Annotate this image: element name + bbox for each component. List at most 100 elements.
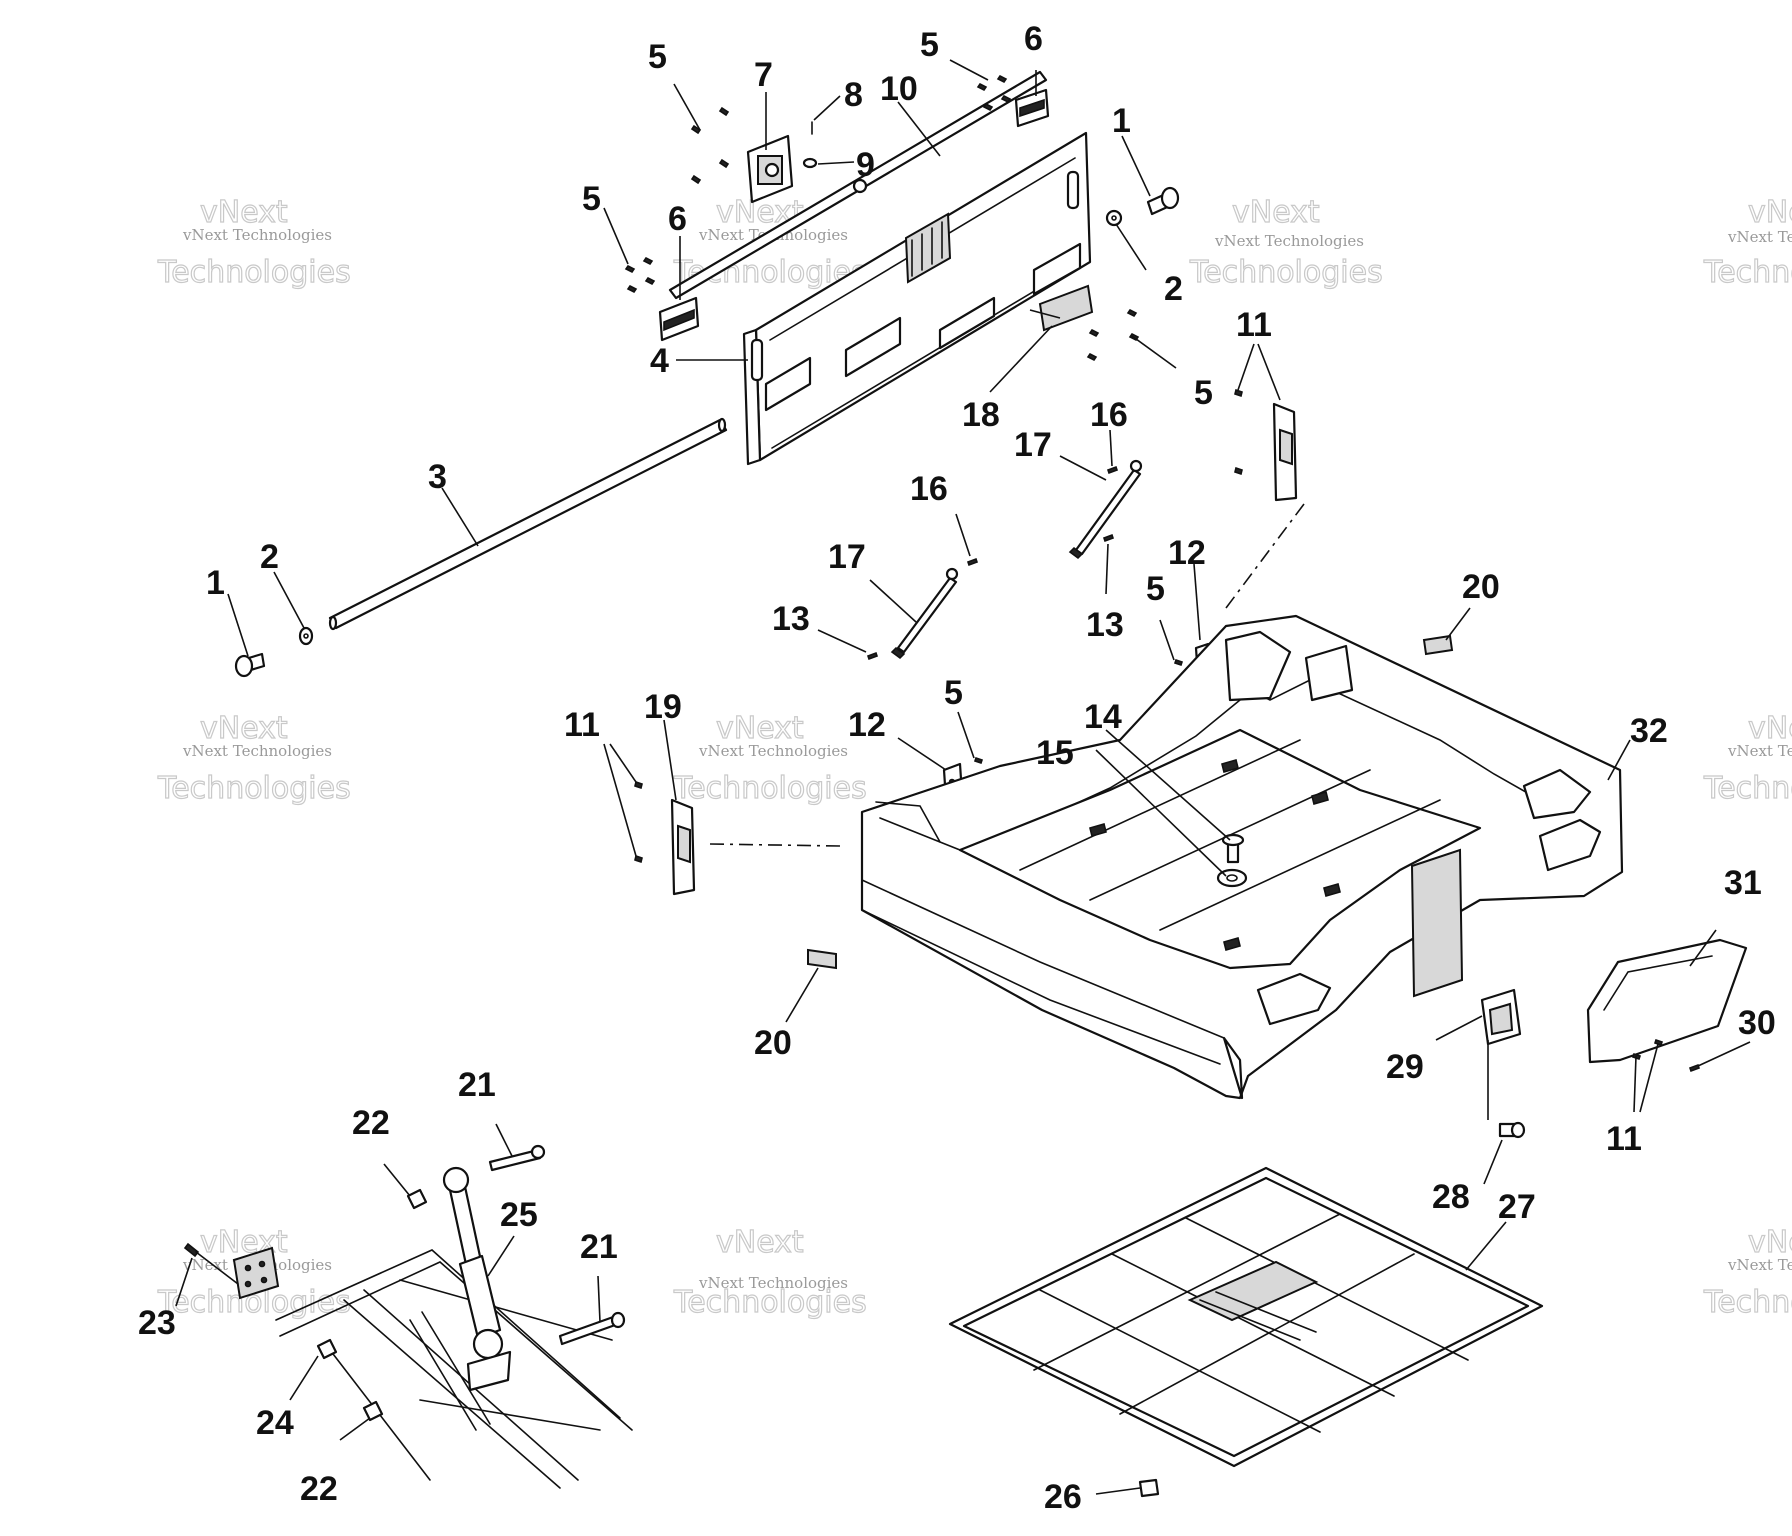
callout-22: 22 — [352, 1104, 390, 1142]
callout-7: 7 — [754, 56, 773, 94]
alignment-lines — [709, 503, 1305, 847]
callout-5: 5 — [920, 26, 939, 64]
washer-2-lower[interactable] — [298, 626, 314, 646]
callout-23: 23 — [138, 1304, 176, 1342]
callout-5: 5 — [582, 180, 601, 218]
svg-text:Technologies: Technologies — [157, 771, 351, 806]
svg-text:vNext Technologies: vNext Technologies — [1727, 1256, 1792, 1274]
svg-text:vNext: vNext — [1748, 195, 1792, 230]
cargo-box-32[interactable] — [860, 614, 1624, 1100]
callout-17: 17 — [828, 538, 866, 576]
screws-11-left[interactable] — [634, 780, 643, 864]
watermark-top-left: vNext vNext Technologies Technologies — [156, 194, 351, 290]
callout-5: 5 — [648, 38, 667, 76]
svg-text:vNext Technologies: vNext Technologies — [1727, 742, 1792, 760]
callout-2: 2 — [260, 538, 279, 576]
callout-11: 11 — [1236, 306, 1272, 344]
callout-17: 17 — [1014, 426, 1052, 464]
pins-13[interactable] — [866, 533, 1115, 661]
pad-20-left[interactable] — [807, 948, 837, 970]
washer-2-upper[interactable] — [1105, 209, 1123, 227]
bolt-1-upper[interactable] — [1146, 186, 1180, 216]
mount-plate-23[interactable] — [232, 1246, 280, 1300]
screws-5-left[interactable] — [624, 256, 656, 294]
svg-text:vNext Technologies: vNext Technologies — [182, 226, 332, 244]
callout-6: 6 — [668, 200, 687, 238]
svg-text:vNext: vNext — [1232, 195, 1320, 230]
callout-numbers: 5 7 8 10 5 6 9 5 6 4 1 2 5 11 18 16 17 1… — [138, 20, 1776, 1516]
callout-11: 11 — [564, 706, 600, 744]
svg-text:Technologies: Technologies — [157, 255, 351, 290]
callout-10: 10 — [880, 70, 918, 108]
watermark-top-edge: vNext vNext Technologies Technologies — [1702, 194, 1792, 290]
latch-plate[interactable] — [746, 134, 794, 204]
screws-11-right[interactable] — [1234, 388, 1243, 476]
frame-27[interactable] — [948, 1166, 1544, 1468]
screw-30[interactable] — [1688, 1063, 1701, 1073]
bolt-28[interactable] — [1498, 1121, 1526, 1139]
callout-15: 15 — [1036, 734, 1074, 772]
bolt-1-lower[interactable] — [234, 652, 266, 678]
tailgate-panel[interactable] — [742, 131, 1092, 466]
screws-5-top-left[interactable] — [690, 106, 730, 185]
callout-16: 16 — [1090, 396, 1128, 434]
svg-text:vNext: vNext — [200, 711, 288, 746]
callout-32: 32 — [1630, 712, 1668, 750]
svg-text:vNext: vNext — [716, 711, 804, 746]
callout-20: 20 — [1462, 568, 1500, 606]
gas-strut-17-right[interactable] — [1068, 459, 1143, 560]
callout-24: 24 — [256, 1404, 294, 1442]
callout-2: 2 — [1164, 270, 1183, 308]
callout-1: 1 — [1112, 102, 1131, 140]
svg-text:Technologies: Technologies — [1189, 255, 1383, 290]
callout-3: 3 — [428, 458, 447, 496]
bolt-21-upper[interactable] — [488, 1144, 546, 1172]
cover-31[interactable] — [1586, 938, 1748, 1064]
tailgate-rod-top[interactable] — [668, 70, 1048, 300]
svg-text:vNext Technologies: vNext Technologies — [182, 742, 332, 760]
nut-22-upper[interactable] — [406, 1188, 428, 1210]
callout-21: 21 — [580, 1228, 618, 1266]
watermark-top-right: vNext vNext Technologies Technologies — [1188, 194, 1383, 290]
pad-20-right[interactable] — [1422, 634, 1454, 656]
watermark-mid-edge: vNext vNext Technologies Technologies — [1702, 710, 1792, 806]
screws-5-top-right[interactable] — [976, 74, 1012, 112]
callout-14: 14 — [1084, 698, 1122, 736]
nut-26[interactable] — [1138, 1478, 1160, 1498]
nut-24[interactable] — [316, 1338, 338, 1360]
callout-5: 5 — [1146, 570, 1165, 608]
bolt-21-lower[interactable] — [558, 1311, 626, 1346]
callout-26: 26 — [1044, 1478, 1082, 1516]
side-bracket-right[interactable] — [1272, 402, 1298, 502]
callout-29: 29 — [1386, 1048, 1424, 1086]
callout-30: 30 — [1738, 1004, 1776, 1042]
callout-25: 25 — [500, 1196, 538, 1234]
callout-5: 5 — [1194, 374, 1213, 412]
hinge-lower[interactable] — [658, 296, 700, 342]
svg-text:vNext: vNext — [1748, 1225, 1792, 1260]
shock-absorber-25[interactable] — [442, 1166, 512, 1392]
side-bracket-19[interactable] — [670, 798, 696, 896]
screws-5-right[interactable] — [1086, 308, 1140, 362]
gas-strut-17-left[interactable] — [890, 567, 959, 660]
callout-22: 22 — [300, 1470, 338, 1508]
watermark-bottom-edge: vNext vNext Technologies Technologies — [1702, 1224, 1792, 1320]
callout-13: 13 — [772, 600, 810, 638]
washer-9[interactable] — [802, 157, 818, 169]
bolt-23[interactable] — [183, 1242, 239, 1285]
svg-text:vNext: vNext — [200, 1225, 288, 1260]
callout-11: 11 — [1606, 1120, 1642, 1158]
bracket-29[interactable] — [1480, 988, 1522, 1046]
nut-22-lower[interactable] — [362, 1400, 384, 1422]
callout-28: 28 — [1432, 1178, 1470, 1216]
svg-text:Technologies: Technologies — [1703, 255, 1792, 290]
svg-text:vNext: vNext — [716, 1225, 804, 1260]
pins-16[interactable] — [966, 465, 1119, 567]
svg-text:Technologies: Technologies — [1703, 771, 1792, 806]
callout-21: 21 — [458, 1066, 496, 1104]
label-plate-18[interactable] — [1038, 284, 1094, 332]
callout-1: 1 — [206, 564, 225, 602]
callout-18: 18 — [962, 396, 1000, 434]
support-rod-3[interactable] — [328, 417, 728, 631]
